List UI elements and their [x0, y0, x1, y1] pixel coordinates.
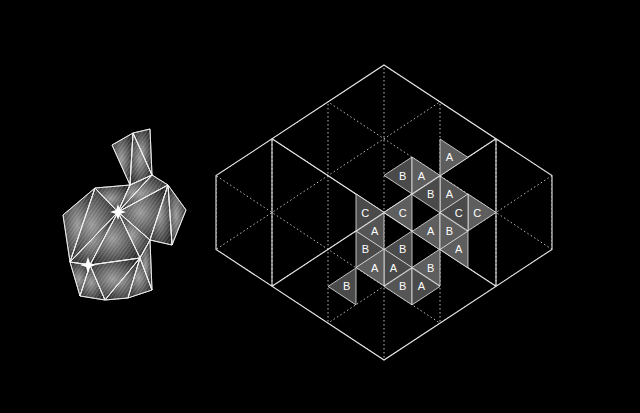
face-letter: C	[473, 207, 481, 218]
face-letter: B	[427, 189, 434, 200]
face-letter: A	[418, 170, 425, 181]
face-triangle: A	[412, 213, 440, 250]
face-letter: B	[399, 281, 406, 292]
face-letter: A	[418, 281, 425, 292]
face-triangle: A	[356, 249, 384, 286]
face-triangle: B	[384, 157, 412, 194]
cut-line	[271, 139, 272, 287]
face-fill	[384, 194, 412, 231]
face-letter: A	[446, 189, 453, 200]
face-fill	[328, 268, 356, 305]
face-fill	[412, 176, 440, 213]
fold-line	[328, 0, 329, 413]
fold-line	[190, 0, 590, 119]
face-triangle: A	[412, 268, 440, 305]
fold-line	[190, 0, 590, 127]
face-letter: A	[427, 225, 434, 236]
face-triangle: B	[328, 268, 356, 305]
face-fill	[384, 157, 412, 194]
fold-line	[190, 77, 590, 340]
fold-line	[190, 380, 590, 413]
cut-lines	[216, 65, 552, 360]
fold-line	[190, 3, 590, 266]
face-fill	[468, 194, 496, 231]
net-outline	[216, 65, 552, 360]
fold-line	[190, 151, 590, 413]
fold-line	[190, 232, 590, 413]
face-shape	[412, 213, 440, 250]
face-shape	[384, 268, 412, 305]
face-shape	[440, 139, 468, 176]
face-letter: B	[399, 170, 406, 181]
face-letter: B	[427, 262, 434, 273]
fold-line	[190, 0, 590, 53]
fold-line	[190, 0, 590, 201]
face-letter: A	[371, 262, 378, 273]
fold-line	[190, 306, 590, 413]
fold-line	[190, 85, 590, 348]
face-triangle: C	[384, 194, 412, 231]
folded-faces	[63, 129, 186, 300]
face-fill	[440, 231, 468, 268]
face-triangle: A	[440, 139, 468, 176]
fold-lines	[190, 0, 590, 413]
face-letter: B	[399, 244, 406, 255]
face-letter: B	[343, 281, 350, 292]
face-shape	[384, 157, 412, 194]
face-shape	[440, 231, 468, 268]
face-triangle: B	[384, 268, 412, 305]
face-shape	[356, 249, 384, 286]
fold-line	[496, 0, 497, 413]
face-fill	[412, 213, 440, 250]
face-letter: A	[455, 244, 462, 255]
fold-line	[190, 159, 590, 413]
fold-line	[190, 0, 590, 193]
fold-line	[384, 0, 385, 413]
face-triangle: C	[468, 194, 496, 231]
fold-line	[190, 224, 590, 413]
face-shape	[412, 268, 440, 305]
vertex-highlight	[80, 204, 126, 273]
fold-line	[190, 0, 590, 45]
fold-line	[272, 0, 273, 413]
face-letter: B	[362, 244, 369, 255]
face-letter: C	[455, 207, 463, 218]
face-shape	[412, 176, 440, 213]
face-letter: A	[371, 225, 378, 236]
fold-line	[190, 372, 590, 413]
face-shape	[328, 268, 356, 305]
face-letter: A	[390, 262, 397, 273]
face-letter: A	[446, 152, 453, 163]
face-letter: B	[446, 225, 453, 236]
face-fill	[412, 268, 440, 305]
face-letter: C	[399, 207, 407, 218]
fold-line	[190, 11, 590, 274]
face-shape	[468, 194, 496, 231]
face-letter: C	[361, 207, 369, 218]
face-triangle: B	[412, 176, 440, 213]
face-fill	[440, 139, 468, 176]
face-shape	[384, 194, 412, 231]
face-triangle: A	[440, 231, 468, 268]
face-fill	[356, 249, 384, 286]
face-fill	[384, 268, 412, 305]
